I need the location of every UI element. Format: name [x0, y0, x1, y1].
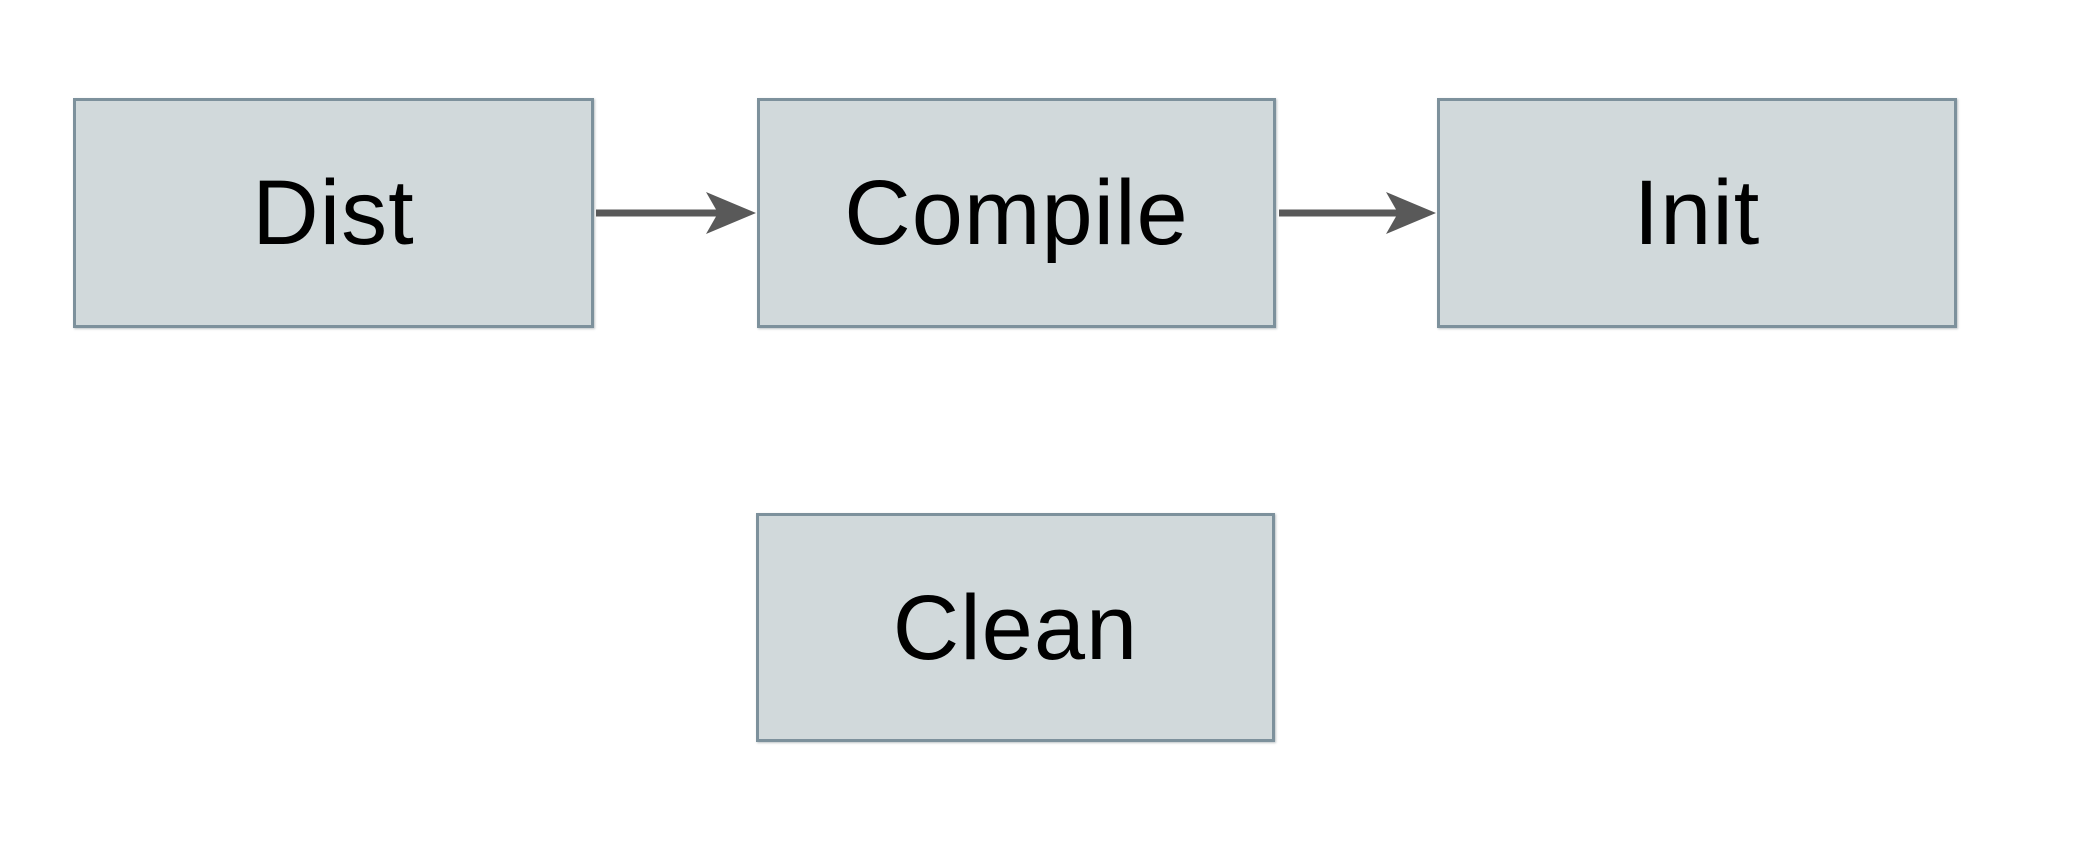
node-dist-label: Dist [252, 162, 415, 264]
arrow-dist-to-compile-icon [596, 192, 756, 234]
node-init-label: Init [1633, 162, 1761, 264]
node-dist: Dist [73, 98, 594, 328]
arrow-compile-to-init-icon [1279, 192, 1436, 234]
node-init: Init [1437, 98, 1957, 328]
node-compile-label: Compile [844, 162, 1189, 264]
node-clean-label: Clean [892, 576, 1139, 679]
node-compile: Compile [757, 98, 1276, 328]
node-clean: Clean [756, 513, 1275, 742]
